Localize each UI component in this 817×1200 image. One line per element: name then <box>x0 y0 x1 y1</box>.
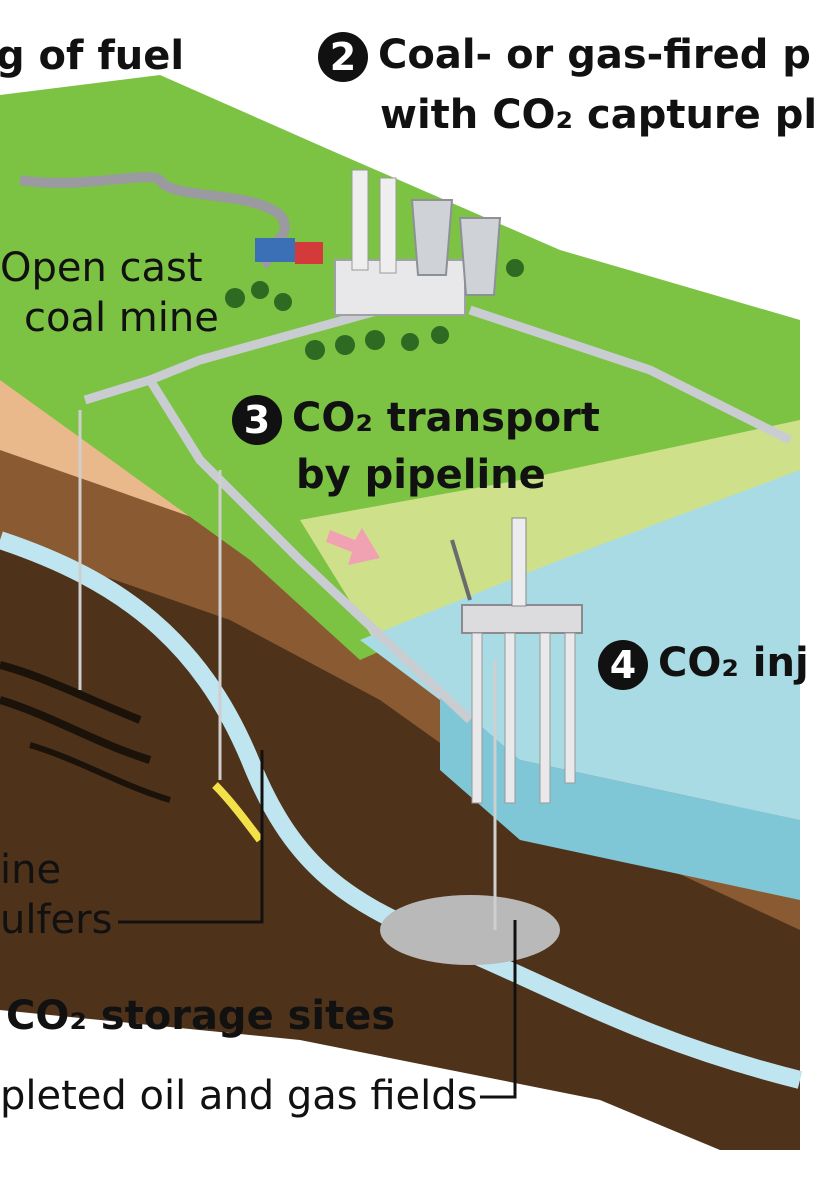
coal-seam <box>29 742 171 803</box>
platform-leg <box>504 632 516 804</box>
cooling-tower <box>410 199 454 276</box>
co2-pipeline-to-sea <box>468 305 793 445</box>
plant-label-line2: with CO₂ capture pl <box>380 92 817 138</box>
tree <box>251 281 269 299</box>
platform-leg <box>471 632 483 804</box>
platform-derrick <box>511 517 527 607</box>
chimney <box>379 177 397 274</box>
chimney <box>351 169 369 271</box>
platform-deck <box>461 604 583 634</box>
aquifer-label-line2: ulfers <box>0 897 113 943</box>
tree <box>365 330 385 350</box>
saline-aquifer-band <box>0 531 803 1089</box>
platform-leg <box>539 632 551 804</box>
platform-crane <box>450 539 472 601</box>
coal-seam <box>0 696 152 764</box>
aquifer-leader-line <box>118 750 264 924</box>
fuel-title: g of fuel <box>0 33 185 79</box>
depleted-fields-label: pleted oil and gas fields <box>0 1073 478 1119</box>
tree <box>401 333 419 351</box>
injection-label-text: CO₂ inj <box>658 640 809 686</box>
transport-label-text-1: CO₂ transport <box>292 395 600 441</box>
step-4-badge: 4 <box>598 640 648 690</box>
tree <box>305 340 325 360</box>
storage-sites-title: CO₂ storage sites <box>6 993 396 1039</box>
plant-label-text-1: Coal- or gas-fired p <box>378 32 811 78</box>
injected-co2-plume <box>212 782 264 843</box>
step-3-badge: 3 <box>232 395 282 445</box>
cooling-tower <box>458 217 502 296</box>
sea-surface <box>360 470 800 820</box>
tree <box>506 259 524 277</box>
coal-seam <box>0 661 142 724</box>
co2-pipeline <box>143 305 474 724</box>
aquifer-label-line1: ine <box>0 847 62 893</box>
depleted-field-lens <box>380 895 560 965</box>
sea-side-face <box>440 690 800 900</box>
tree <box>431 326 449 344</box>
step-2-badge: 2 <box>318 32 368 82</box>
tree <box>225 288 245 308</box>
tree <box>274 293 292 311</box>
platform-leg <box>564 632 576 784</box>
mine-pipeline <box>83 375 152 405</box>
cross-section-illustration <box>0 75 803 1150</box>
truck <box>255 238 295 262</box>
transport-label-line2: by pipeline <box>296 452 546 498</box>
depleted-field-leader-line <box>480 920 517 1099</box>
flow-arrow-icon <box>326 528 380 565</box>
tree <box>335 335 355 355</box>
mine-label-line2: coal mine <box>24 295 219 341</box>
truck-cab <box>295 242 323 264</box>
mine-label-line1: Open cast <box>0 245 203 291</box>
